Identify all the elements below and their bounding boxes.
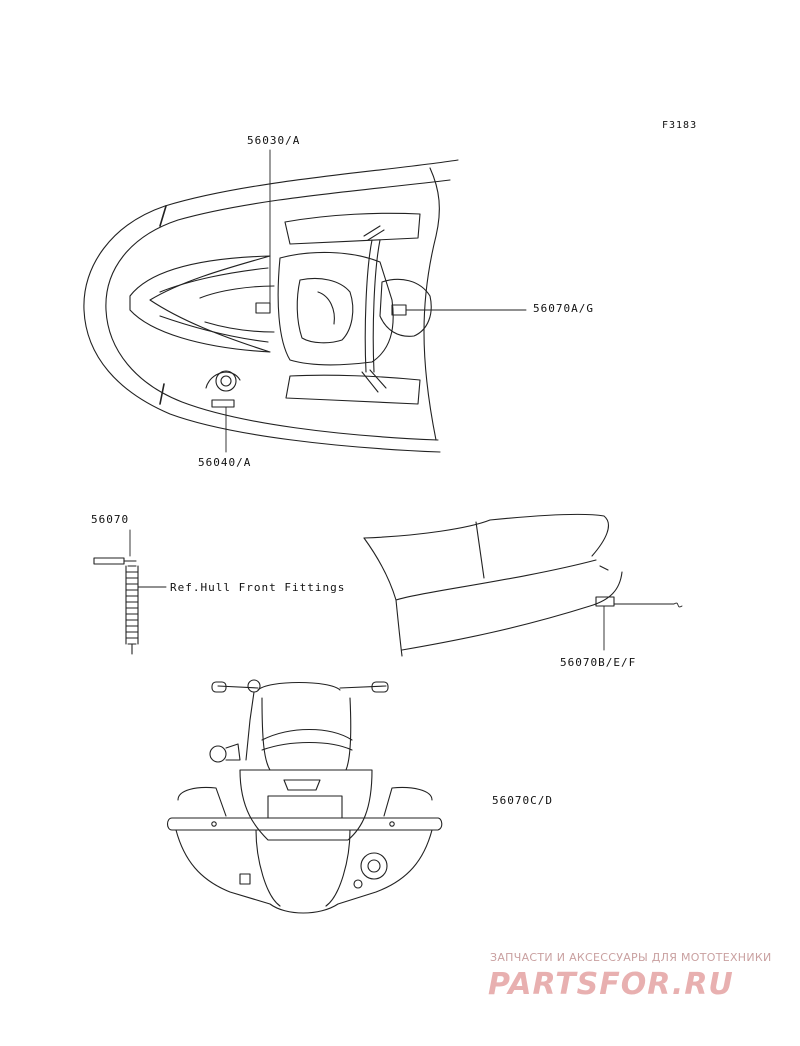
spring-coil — [125, 565, 139, 645]
rear-rail — [166, 817, 443, 831]
decal-56070a — [391, 304, 407, 316]
fuel-cap — [215, 370, 237, 392]
side-view-section — [363, 513, 683, 657]
callout-56040a: 56040/A — [198, 456, 252, 469]
handlebar — [363, 225, 385, 373]
callout-56070bef: 56070B/E/F — [560, 656, 637, 669]
spring-part — [93, 529, 167, 655]
callout-56030a: 56030/A — [247, 134, 301, 147]
leader-lines-top — [225, 149, 527, 453]
watermark-brand: PARTSFOR.RU — [488, 967, 734, 1002]
decal-56040 — [211, 399, 235, 408]
callout-56070cd: 56070C/D — [492, 794, 553, 807]
decal-56030 — [255, 302, 271, 314]
callout-56070ag: 56070A/G — [533, 302, 594, 315]
watermark-subtitle: ЗАПЧАСТИ И АКСЕССУАРЫ ДЛЯ МОТОТЕХНИКИ — [490, 951, 772, 964]
rear-view — [166, 679, 443, 914]
figure-code: F3183 — [662, 120, 698, 131]
callout-56070: 56070 — [91, 513, 130, 526]
decal-56070b — [595, 596, 615, 607]
hull-outline — [83, 159, 459, 453]
deck-top-view — [83, 159, 459, 453]
console — [277, 251, 394, 366]
ref-note-hull-front-fittings: Ref.Hull Front Fittings — [170, 581, 346, 594]
